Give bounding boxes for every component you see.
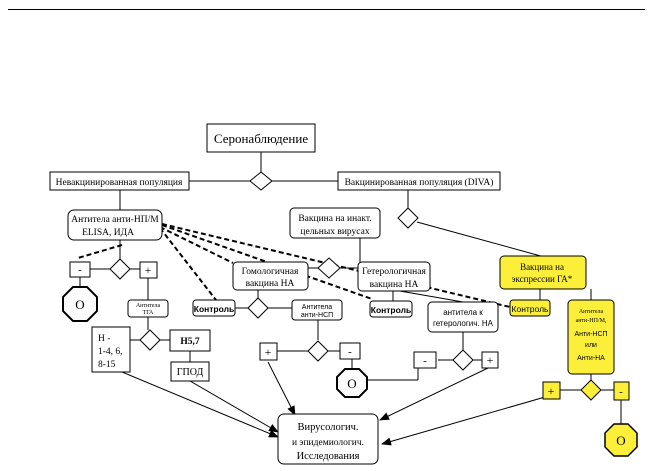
node-seronablyudenie: Серонаблюдение	[206, 123, 316, 153]
svg-text:О: О	[616, 433, 625, 448]
node-unvaccinated: Невакцинированная популяция	[49, 171, 190, 191]
diamond-yellow	[580, 379, 602, 401]
diamond-inactivated	[317, 257, 341, 279]
connectors	[79, 152, 622, 424]
svg-text:цельных вирусах: цельных вирусах	[300, 227, 369, 237]
svg-text:ГПОД: ГПОД	[177, 367, 204, 378]
svg-text:Серонаблюдение: Серонаблюдение	[214, 131, 308, 146]
svg-text:8-15: 8-15	[98, 360, 116, 370]
svg-text:анти-НСП: анти-НСП	[301, 312, 333, 319]
svg-text:Вакцина на инакт.: Вакцина на инакт.	[298, 214, 371, 224]
top-rule	[8, 9, 645, 10]
sign-minus-1: -	[69, 261, 91, 278]
svg-text:1-4, 6,: 1-4, 6,	[98, 347, 123, 357]
svg-text:О: О	[75, 297, 84, 312]
sign-minus-2: -	[339, 342, 361, 360]
svg-text:-: -	[619, 386, 623, 398]
decision-diamonds	[109, 171, 602, 401]
diamond-top	[249, 171, 273, 191]
svg-text:экспрессии ГА*: экспрессии ГА*	[512, 274, 573, 284]
svg-text:Невакцинированная популяция: Невакцинированная популяция	[56, 178, 183, 188]
diamond-nsp	[307, 340, 329, 362]
svg-text:вакцина НА: вакцина НА	[370, 280, 419, 290]
svg-text:Контроль: Контроль	[512, 304, 549, 314]
svg-text:Исследования: Исследования	[297, 451, 360, 462]
svg-text:+: +	[487, 353, 494, 367]
svg-text:ТГА: ТГА	[143, 310, 154, 316]
svg-text:анти-НП/М,: анти-НП/М,	[576, 318, 607, 324]
svg-text:Н -: Н -	[98, 334, 110, 344]
svg-text:Контроль: Контроль	[194, 304, 234, 314]
svg-text:Контроль: Контроль	[371, 305, 411, 315]
diamond-control	[247, 297, 269, 319]
svg-text:Антитела: Антитела	[579, 309, 604, 315]
svg-text:+: +	[265, 345, 272, 359]
svg-text:Анти-НСП: Анти-НСП	[574, 331, 607, 338]
node-inactivated-vaccine: Вакцина на инакт. цельных вирусах	[289, 207, 381, 239]
svg-text:Анти-НА: Анти-НА	[577, 355, 605, 362]
diamond-np-m	[109, 258, 131, 280]
sign-plus-1: +	[139, 261, 158, 279]
zero-octagon-1: О	[62, 286, 98, 322]
svg-text:О: О	[347, 376, 356, 391]
sign-plus-2: +	[259, 342, 278, 361]
node-antibodies-nsp: Антитела анти-НСП	[291, 299, 343, 321]
diamond-vaccinated	[397, 207, 419, 229]
node-ha-expression-vaccine: Вакцина на экспрессии ГА*	[499, 255, 587, 290]
svg-text:+: +	[145, 263, 152, 277]
svg-text:Антитела: Антитела	[302, 304, 333, 311]
node-heterologous-vaccine: Гетерологичная вакцина НА	[357, 261, 431, 292]
svg-text:Вирусологич.: Вирусологич.	[297, 422, 358, 433]
node-control-1: Контроль	[192, 299, 236, 317]
svg-text:-: -	[423, 355, 427, 367]
node-gpod: ГПОД	[170, 361, 210, 382]
svg-text:-: -	[78, 264, 82, 276]
svg-text:ELISA, ИДА: ELISA, ИДА	[82, 228, 134, 238]
zero-octagon-yellow: О	[604, 423, 638, 457]
svg-text:-: -	[348, 346, 352, 358]
svg-text:Вакцинированная популяция (DIV: Вакцинированная популяция (DIVA)	[345, 177, 494, 188]
svg-text:Н5,7: Н5,7	[180, 337, 200, 347]
node-control-2: Контроль	[369, 300, 413, 318]
node-antibodies-nm-yellow: Антитела анти-НП/М, Анти-НСП или Анти-НА	[567, 299, 615, 375]
diamond-heterolog	[452, 349, 474, 371]
node-antibodies-heterolog: антитела к гетерологич. НА	[427, 301, 499, 333]
sign-minus-3: -	[413, 351, 437, 369]
node-virology: Вирусологич. и эпидемиологич. Исследован…	[277, 413, 379, 465]
svg-text:Гомологичная: Гомологичная	[242, 267, 299, 277]
sign-plus-3: +	[481, 351, 499, 369]
svg-text:+: +	[548, 384, 555, 398]
svg-text:или: или	[585, 342, 597, 349]
arrows	[121, 361, 546, 446]
node-control-3: Контроль	[509, 299, 551, 317]
node-h-subtypes: Н - 1-4, 6, 8-15	[91, 326, 131, 373]
svg-text:и эпидемиологич.: и эпидемиологич.	[292, 438, 364, 448]
node-vaccinated: Вакцинированная популяция (DIVA)	[337, 171, 501, 191]
node-antibodies-tga: Антитела ТГА	[127, 299, 169, 318]
node-h57: Н5,7	[169, 329, 211, 352]
node-homologous-vaccine: Гомологичная вакцина НА	[232, 261, 309, 291]
node-antibodies-np-m: Антитела анти-НП/М ELISA, ИДА	[67, 209, 163, 241]
sign-plus-yellow: +	[542, 381, 561, 400]
svg-text:Вакцина на: Вакцина на	[520, 262, 564, 272]
zero-octagon-2: О	[336, 368, 368, 398]
sign-minus-yellow: -	[613, 381, 630, 401]
diamond-tga	[139, 329, 161, 351]
svg-text:вакцина НА: вакцина НА	[246, 279, 295, 289]
svg-text:Гетерологичная: Гетерологичная	[362, 267, 426, 277]
svg-text:Антитела анти-НП/М: Антитела анти-НП/М	[71, 215, 159, 225]
svg-text:антитела к: антитела к	[443, 308, 483, 317]
svg-text:гетерологич. НА: гетерологич. НА	[433, 319, 494, 328]
svg-text:Антитела: Антитела	[136, 303, 161, 309]
